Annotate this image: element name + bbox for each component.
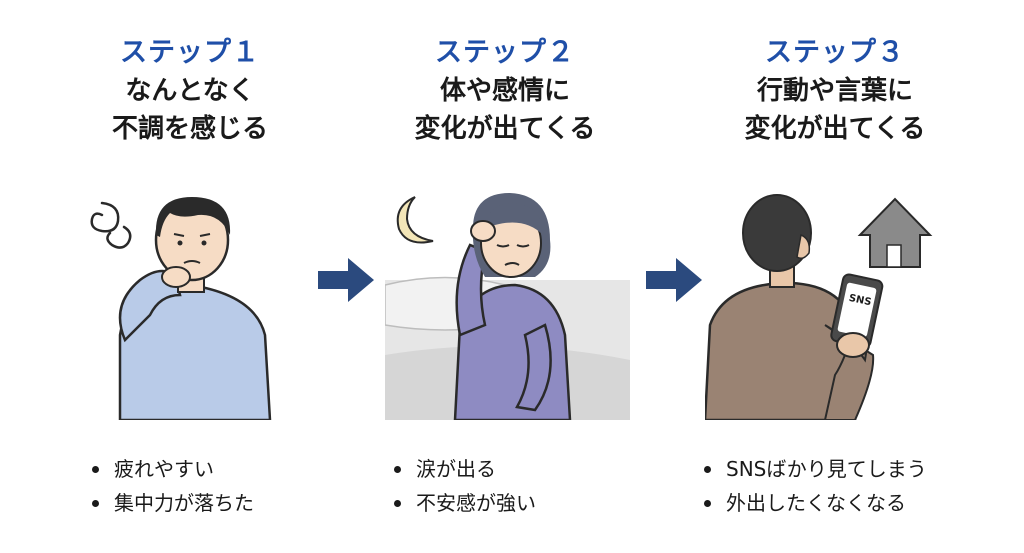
list-item: 涙が出る	[390, 452, 536, 486]
step-1-bullets: 疲れやすい 集中力が落ちた	[88, 452, 254, 520]
step-3-title-line2: 変化が出てくる	[744, 114, 926, 144]
list-item: 集中力が落ちた	[88, 486, 254, 520]
arrow-right-icon	[646, 258, 702, 302]
house-icon	[857, 197, 933, 268]
arrow-right-icon	[318, 258, 374, 302]
step-2-bullets: 涙が出る 不安感が強い	[390, 452, 536, 520]
step-2-title-line2: 変化が出てくる	[414, 114, 596, 144]
step-2-title-line1: 体や感情に	[439, 76, 570, 106]
step-3-label: ステップ３	[765, 37, 905, 68]
step-1-title-line2: 不調を感じる	[111, 114, 268, 144]
dizzy-swirl-icon	[90, 201, 132, 249]
step-3-bullets: SNSばかり見てしまう 外出したくなくなる	[700, 452, 927, 520]
list-item: 外出したくなくなる	[700, 486, 927, 520]
step-1-title-line1: なんとなく	[125, 76, 255, 106]
moon-icon	[396, 196, 434, 244]
step-2-label: ステップ２	[435, 37, 575, 68]
list-item: SNSばかり見てしまう	[700, 452, 927, 486]
list-item: 不安感が強い	[390, 486, 536, 520]
tired-man-illustration	[90, 197, 272, 420]
sad-woman-illustration	[385, 193, 630, 420]
step-2-title: 体や感情に 変化が出てくる	[355, 72, 655, 148]
step-1-label: ステップ１	[120, 37, 260, 68]
list-item: 疲れやすい	[88, 452, 254, 486]
man-with-phone-illustration	[705, 194, 933, 420]
step-1-title: なんとなく 不調を感じる	[40, 72, 340, 148]
step-3-title: 行動や言葉に 変化が出てくる	[685, 72, 985, 148]
step-3-title-line1: 行動や言葉に	[756, 76, 913, 106]
